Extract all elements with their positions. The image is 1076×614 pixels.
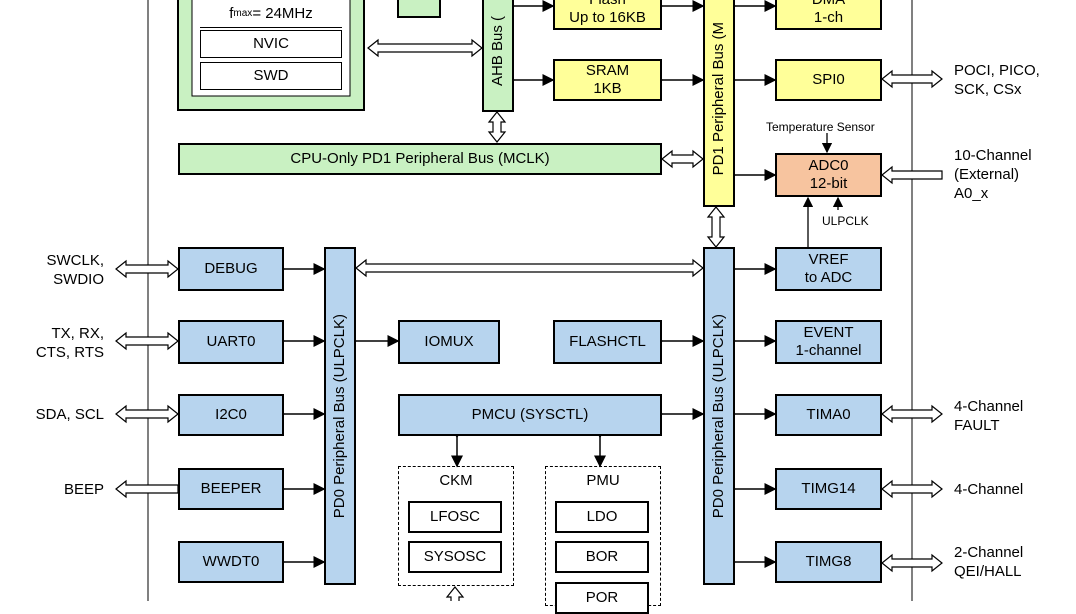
por-block: POR — [555, 582, 649, 614]
swd-label: SWD — [253, 67, 289, 84]
adc0-line2: 12-bit — [809, 175, 848, 192]
debug-block: DEBUG — [178, 247, 284, 291]
i2c0-block: I2C0 — [178, 394, 284, 436]
pd0-bus-right: PD0 Peripheral Bus (ULPCLK) — [703, 247, 735, 585]
i2c-external-signals: SDA, SCL — [35, 406, 104, 423]
ulpclk-note: ULPCLK — [822, 214, 869, 228]
ldo-block: LDO — [555, 501, 649, 533]
wwdt0-label: WWDT0 — [202, 553, 260, 570]
ldo-label: LDO — [586, 508, 618, 525]
pd0-bus-left-label: PD0 Peripheral Bus (ULPCLK) — [331, 313, 348, 519]
uart-external-signals: TX, RX, CTS, RTS — [20, 324, 104, 362]
pmcu-block: PMCU (SYSCTL) — [398, 394, 662, 436]
timg14-label: TIMG14 — [801, 480, 856, 497]
lfosc-block: LFOSC — [408, 501, 502, 533]
event-line2: 1-channel — [795, 342, 862, 359]
lfosc-label: LFOSC — [429, 508, 480, 525]
dma-line2: 1-ch — [813, 9, 844, 26]
fmax-f: f — [229, 4, 234, 22]
ckm-group — [398, 466, 514, 586]
adc-ext-line1: 10-Channel — [954, 147, 1032, 164]
swd-block: SWD — [200, 62, 342, 90]
i2c0-label: I2C0 — [215, 406, 247, 423]
spi0-ext-line2: SCK, CSx — [954, 81, 1022, 98]
event-line1: EVENT — [803, 324, 854, 341]
flash-line2: Up to 16KB — [569, 9, 646, 26]
pmcu-label: PMCU (SYSCTL) — [471, 406, 589, 423]
beeper-label: BEEPER — [200, 480, 262, 497]
flash-line1: Flash — [569, 0, 646, 9]
beep-external-signal: BEEP — [63, 481, 104, 498]
timg8-ext-line2: QEI/HALL — [954, 563, 1022, 580]
vref-line2: to ADC — [804, 269, 853, 286]
interconnect-wiring — [115, 0, 943, 601]
fmax-sub: max — [233, 7, 253, 19]
pd1-bus: PD1 Peripheral Bus (M — [703, 0, 735, 207]
pmu-title: PMU — [586, 472, 620, 489]
beeper-block: BEEPER — [178, 468, 284, 510]
sram-line1: SRAM — [585, 62, 630, 79]
cpu-only-bus-label: CPU-Only PD1 Peripheral Bus (MCLK) — [290, 150, 550, 167]
debug-ext-line2: SWDIO — [53, 271, 104, 288]
flashctl-block: FLASHCTL — [553, 320, 662, 364]
sram-line2: 1KB — [593, 80, 622, 97]
spi0-label: SPI0 — [812, 71, 845, 88]
iomux-label: IOMUX — [424, 333, 474, 350]
uart0-label: UART0 — [206, 333, 256, 350]
timg8-block: TIMG8 — [775, 541, 882, 583]
adc0-line1: ADC0 — [808, 157, 849, 174]
pd1-bus-label: PD1 Peripheral Bus (M — [710, 21, 727, 176]
tima0-block: TIMA0 — [775, 394, 882, 436]
adc-ext-line3: A0_x — [954, 185, 989, 202]
uart0-block: UART0 — [178, 320, 284, 364]
bor-block: BOR — [555, 541, 649, 573]
cpu-only-pd1-bus: CPU-Only PD1 Peripheral Bus (MCLK) — [178, 143, 662, 175]
vref-line1: VREF — [808, 251, 849, 268]
uart-ext-line1: TX, RX, — [51, 325, 104, 342]
fmax-value: = 24MHz — [252, 4, 313, 22]
timg8-ext-line1: 2-Channel — [954, 544, 1024, 561]
uart-ext-line2: CTS, RTS — [35, 344, 104, 361]
por-label: POR — [585, 589, 619, 606]
tima0-external-signals: 4-Channel FAULT — [954, 397, 1023, 435]
spi0-external-signals: POCI, PICO, SCK, CSx — [954, 61, 1040, 99]
ckm-title: CKM — [439, 472, 473, 489]
pd0-bus-left: PD0 Peripheral Bus (ULPCLK) — [324, 247, 356, 585]
wwdt0-block: WWDT0 — [178, 541, 284, 583]
timg14-external-signals: 4-Channel — [954, 481, 1024, 498]
adc-external-signals: 10-Channel (External) A0_x — [954, 146, 1032, 203]
ahb-bus: AHB Bus ( — [482, 0, 514, 112]
dma-block: DMA1-ch — [775, 0, 882, 30]
tima0-label: TIMA0 — [806, 406, 851, 423]
flashctl-label: FLASHCTL — [569, 333, 646, 350]
timg14-block: TIMG14 — [775, 468, 882, 510]
timg8-label: TIMG8 — [805, 553, 852, 570]
sysosc-label: SYSOSC — [423, 548, 487, 565]
spi0-block: SPI0 — [775, 59, 882, 101]
adc-ext-line2: (External) — [954, 166, 1020, 183]
pd0-bus-right-label: PD0 Peripheral Bus (ULPCLK) — [710, 313, 727, 519]
timg8-external-signals: 2-Channel QEI/HALL — [954, 543, 1023, 581]
tima0-ext-line2: FAULT — [954, 417, 1000, 434]
flash-block: FlashUp to 16KB — [553, 0, 662, 30]
spi0-ext-line1: POCI, PICO, — [954, 62, 1040, 79]
nvic-block: NVIC — [200, 30, 342, 58]
bor-label: BOR — [585, 548, 619, 565]
sysosc-block: SYSOSC — [408, 541, 502, 573]
debug-external-signals: SWCLK, SWDIO — [20, 251, 104, 289]
nvic-label: NVIC — [253, 35, 289, 52]
debug-ext-line1: SWCLK, — [46, 252, 104, 269]
ahb-bus-label: AHB Bus ( — [489, 15, 506, 87]
dma-line1: DMA — [812, 0, 845, 9]
tima0-ext-line1: 4-Channel — [954, 398, 1024, 415]
iomux-block: IOMUX — [398, 320, 500, 364]
debug-label: DEBUG — [204, 260, 258, 277]
temperature-sensor-label: Temperature Sensor — [766, 120, 875, 134]
